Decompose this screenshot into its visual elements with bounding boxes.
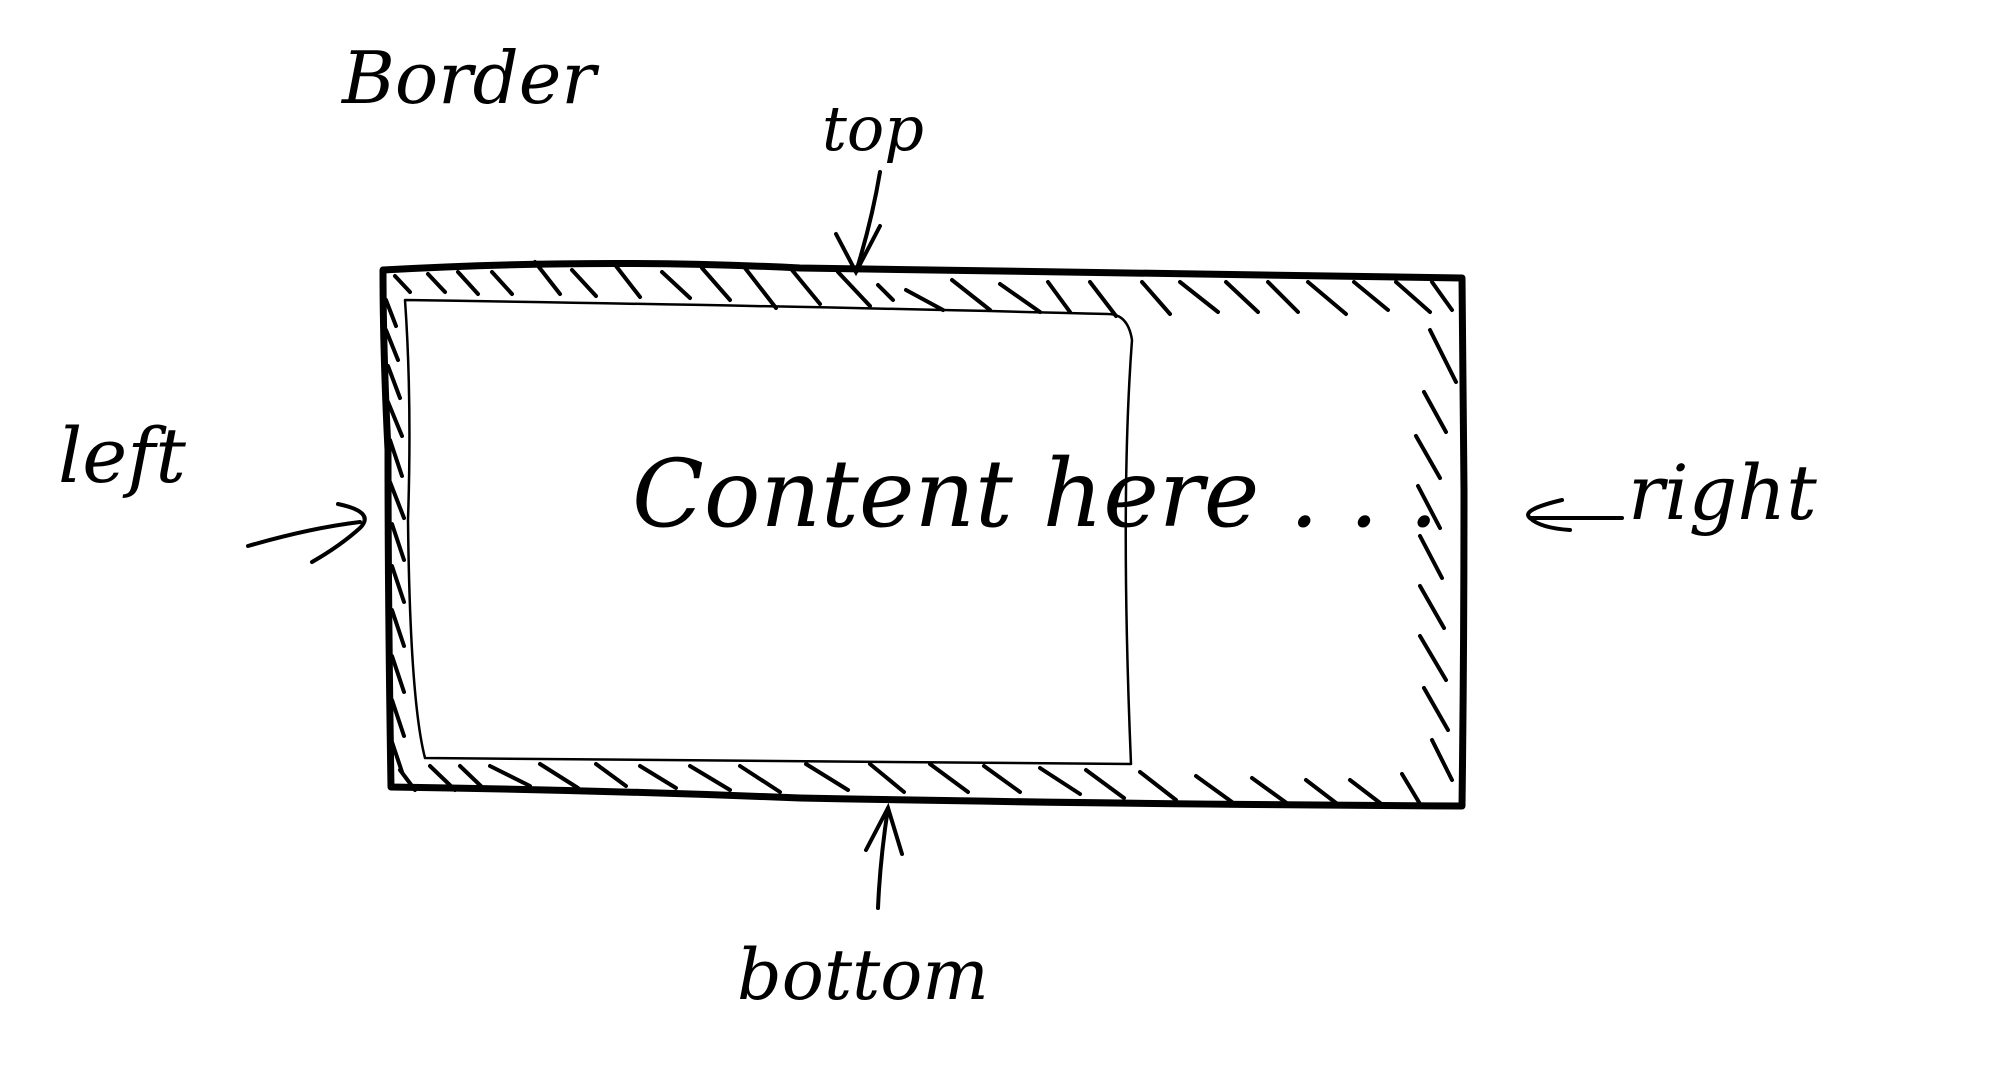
content-text: Content here . . . bbox=[632, 440, 1439, 549]
right-border-hatching bbox=[1414, 280, 1458, 782]
top-label: top bbox=[822, 92, 924, 165]
left-border-hatching bbox=[384, 298, 406, 774]
left-arrow-icon bbox=[246, 502, 367, 564]
bottom-label: bottom bbox=[737, 934, 989, 1016]
top-arrow-icon bbox=[834, 170, 882, 277]
right-arrow-icon bbox=[1526, 498, 1624, 532]
bottom-arrow-icon bbox=[864, 802, 904, 910]
right-label: right bbox=[1628, 448, 1817, 537]
top-border-hatching bbox=[393, 260, 1432, 318]
left-label: left bbox=[58, 411, 186, 500]
diagram-title: Border bbox=[342, 36, 596, 120]
bottom-border-hatching bbox=[398, 762, 1422, 808]
outer-border bbox=[379, 259, 1468, 810]
